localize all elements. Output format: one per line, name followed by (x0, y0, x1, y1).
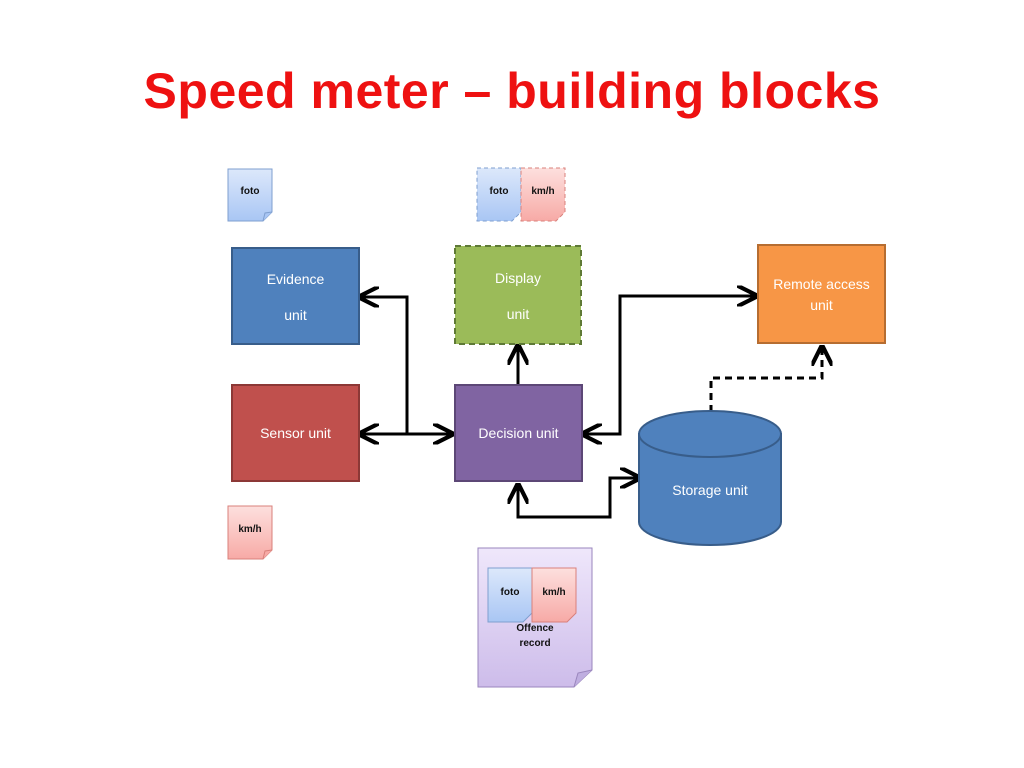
evidence-unit-label-line1: Evidence (267, 271, 325, 287)
remote-access-unit-label-line2: unit (810, 297, 833, 313)
connectors (360, 296, 822, 519)
record-kmh-label: km/h (542, 587, 565, 598)
evidence-unit-label-line2: unit (284, 307, 307, 323)
remote-access-unit-label-line1: Remote access (773, 276, 869, 292)
display-unit-label-line2: unit (507, 306, 530, 322)
arrow-decision-to-evidence (360, 297, 409, 434)
storage-unit: Storage unit (638, 410, 782, 546)
sensor-unit-label: Sensor unit (260, 425, 331, 441)
storage-unit-cylinder (638, 433, 782, 546)
kmh-document-label: km/h (238, 524, 261, 535)
remote-access-unit-box (757, 244, 886, 344)
foto-document-icon: foto (227, 168, 273, 222)
display-kmh-label: km/h (531, 186, 554, 197)
arrow-storage-decision (518, 478, 639, 519)
evidence-unit-box (231, 247, 360, 345)
display-unit: Display unit (454, 245, 582, 345)
record-foto-label: foto (501, 587, 520, 598)
evidence-unit: Evidence unit (231, 247, 360, 345)
foto-document-label: foto (241, 186, 260, 197)
offence-record-document: foto km/h Offence record (477, 547, 593, 688)
sensor-unit: Sensor unit (231, 384, 360, 482)
display-unit-box (454, 245, 582, 345)
sensor-unit-box (231, 384, 360, 482)
kmh-document-icon: km/h (227, 505, 273, 560)
remote-access-unit: Remote access unit (757, 244, 886, 344)
record-foto-document-icon: foto (487, 567, 533, 623)
display-unit-label-line1: Display (495, 270, 541, 286)
slide-title: Speed meter – building blocks (143, 63, 881, 119)
display-foto-label: foto (490, 186, 509, 197)
dashed-arrow-storage-to-remote (709, 347, 822, 412)
decision-unit: Decision unit (454, 384, 583, 482)
display-foto-document-icon: foto (476, 167, 522, 222)
display-kmh-document-icon: km/h (520, 167, 566, 222)
storage-unit-label: Storage unit (672, 482, 748, 498)
storage-unit-top (638, 410, 782, 458)
record-kmh-document-icon: km/h (531, 567, 577, 623)
offence-record-label-line1: Offence (516, 623, 554, 634)
offence-record-label-line2: record (519, 638, 550, 649)
decision-unit-box (454, 384, 583, 482)
arrow-to-remote (583, 296, 756, 434)
decision-unit-label: Decision unit (478, 425, 558, 441)
